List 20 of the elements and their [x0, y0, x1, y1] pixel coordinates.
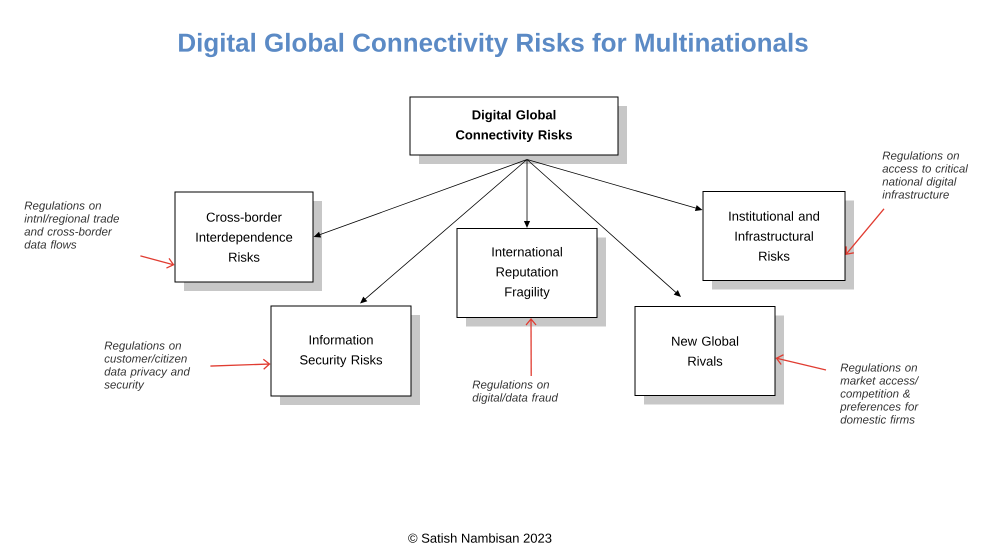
risk-box: Information Security Risks	[270, 306, 420, 405]
copyright-note: © Satish Nambisan 2023	[408, 533, 552, 543]
regulation-note: Regulations on access to critical national digital infrastructure	[882, 151, 968, 199]
arrow	[526, 318, 537, 376]
risk-box: Cross-border Interdependence Risks	[174, 192, 322, 291]
regulation-note: Regulations on customer/citizen data privacy and security	[104, 341, 190, 391]
risk-box: Institutional and Infrastructural Risks	[702, 191, 854, 290]
risk-box: International Reputation Fragility	[456, 228, 606, 326]
regulation-note: Regulations on digital/data fraud	[472, 380, 558, 404]
arrow	[210, 358, 270, 370]
risk-box: New Global Rivals	[634, 306, 784, 404]
title: Digital Global Connectivity Risks for Multinationals	[179, 32, 808, 58]
arrow	[846, 208, 884, 255]
arrow	[140, 255, 174, 269]
arrow	[526, 159, 681, 297]
arrow	[360, 159, 528, 304]
regulation-note: Regulations on market access/ competition & preferences for domestic firms	[840, 363, 920, 424]
regulation-note: Regulations on intnl/regional trade and cross-border data flows	[24, 201, 119, 249]
root-box: Digital Global Connectivity Risks	[410, 96, 627, 164]
arrow	[776, 354, 826, 371]
